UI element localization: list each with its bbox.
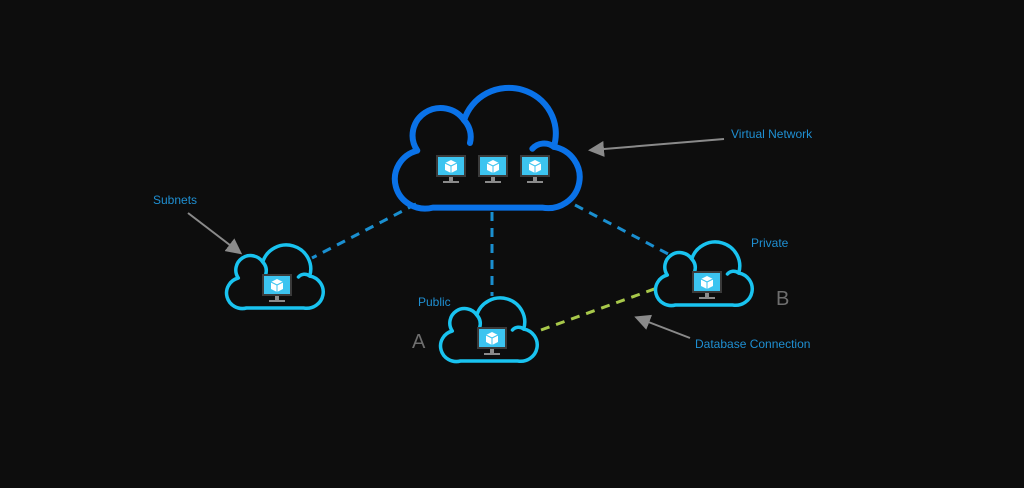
database-connection-label: Database Connection <box>695 337 810 351</box>
private-label: Private <box>751 236 789 250</box>
virtual-network-cloud <box>395 88 580 209</box>
subnets-label: Subnets <box>153 193 197 207</box>
link-vnet-private <box>574 203 673 258</box>
public-label: Public <box>418 295 451 309</box>
vm-monitor-icon <box>691 270 723 300</box>
vm-monitor-icon <box>435 154 467 184</box>
arrow-subnets <box>187 212 243 255</box>
database-connection-line <box>540 286 658 332</box>
arrow-virtual-network <box>588 138 725 157</box>
subnet-cloud-left <box>224 243 326 311</box>
vm-monitor-icon <box>261 273 293 303</box>
vm-monitor-icon <box>476 326 508 356</box>
vm-monitor-icon <box>519 154 551 184</box>
virtual-network-label: Virtual Network <box>731 127 813 141</box>
vm-monitor-icon <box>477 154 509 184</box>
subnet-cloud-private <box>653 240 755 308</box>
link-vnet-subnet-left <box>311 202 417 260</box>
subnet-a-letter: A <box>412 331 426 353</box>
subnet-cloud-public <box>438 296 540 364</box>
subnet-b-letter: B <box>776 288 789 310</box>
arrow-database-connection <box>634 314 691 339</box>
